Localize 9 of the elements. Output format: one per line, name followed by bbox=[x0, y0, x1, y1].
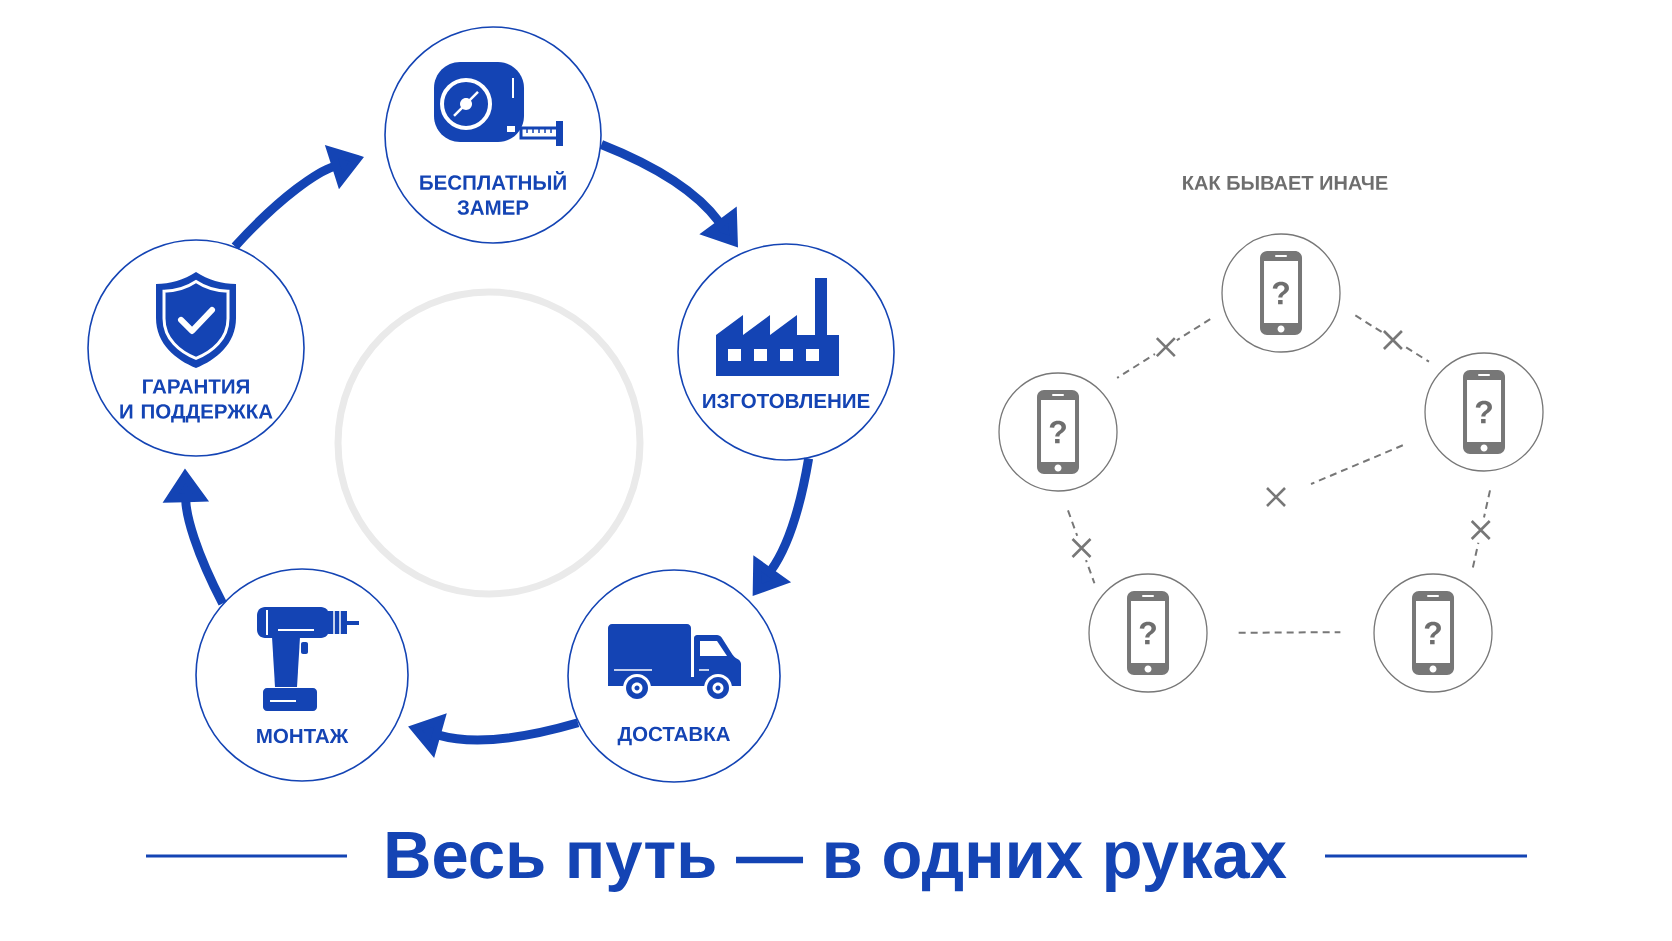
empty-circle bbox=[334, 288, 644, 598]
dashed-line bbox=[1471, 489, 1491, 570]
title: Весь путь — в одних руках bbox=[387, 831, 1287, 892]
heading: КАК БЫВАЕТ ИНАЧЕ bbox=[1183, 176, 1388, 190]
dashed-line bbox=[1237, 631, 1342, 634]
dashed-line bbox=[1116, 318, 1212, 379]
dashed-line bbox=[1310, 444, 1404, 485]
dashed-line bbox=[1354, 314, 1430, 363]
dashed-line bbox=[1067, 509, 1096, 585]
